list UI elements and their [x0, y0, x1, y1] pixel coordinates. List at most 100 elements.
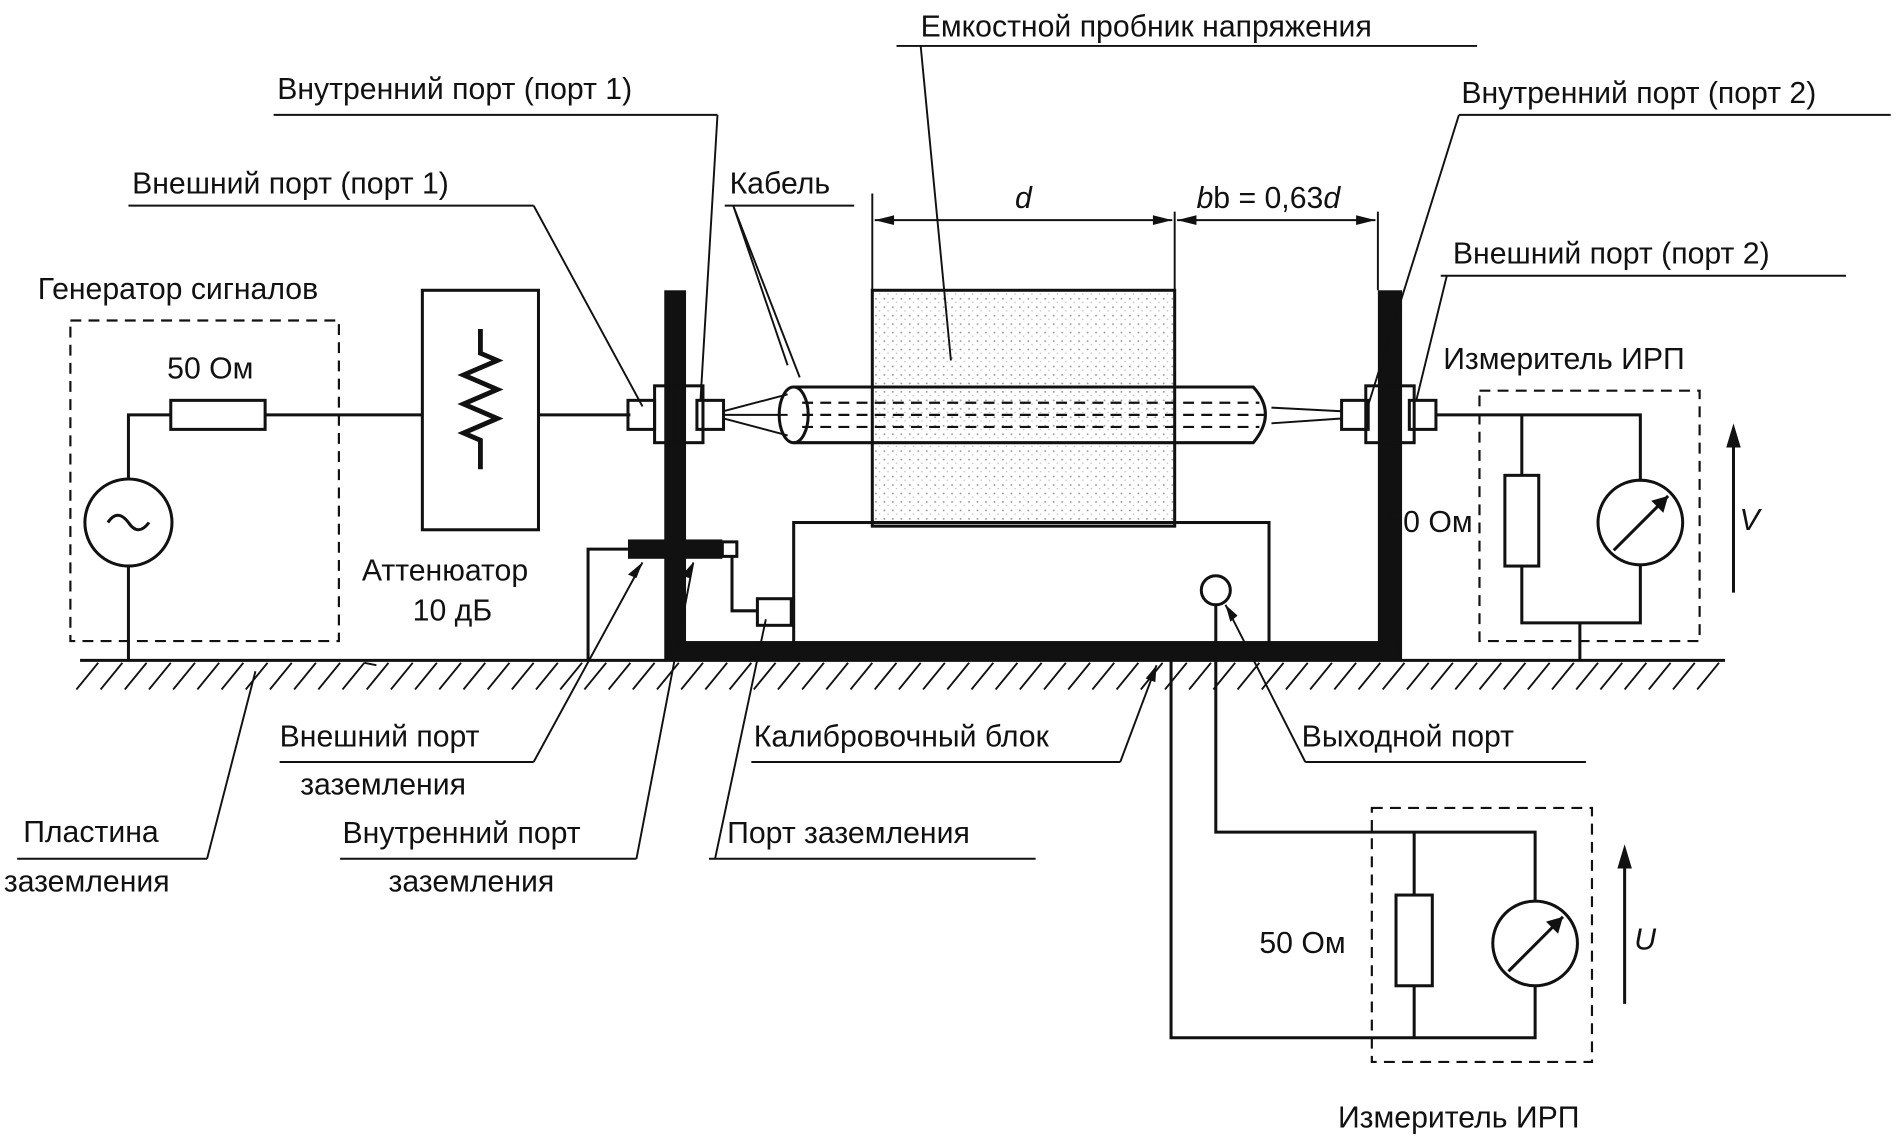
ground-hatch-mark	[172, 662, 196, 691]
ground-hatch-mark	[1019, 662, 1043, 691]
ground-hatch-mark	[1091, 662, 1115, 691]
ground-hatch-mark	[75, 662, 99, 691]
port-2	[1340, 384, 1642, 481]
ground-hatch-mark	[922, 662, 946, 691]
label-probe: Емкостной пробник напряжения	[921, 10, 1372, 43]
ground-hatch-mark	[1406, 662, 1430, 691]
ground-hatch-mark	[196, 662, 220, 691]
label-d: d	[1015, 182, 1033, 215]
label-b: bb = 0,63d	[1196, 182, 1341, 215]
ground-hatch-mark	[124, 662, 148, 691]
signal-generator	[69, 319, 423, 661]
label-gen-resistor: 50 Ом	[167, 353, 253, 386]
ground-hatch-mark	[317, 662, 341, 691]
ground-hatch-mark	[946, 662, 970, 691]
ground-hatch-mark	[994, 662, 1019, 691]
ground-plane	[75, 658, 1726, 691]
label-inner-port-1: Внутренний порт (порт 1)	[277, 73, 632, 106]
port-1	[626, 384, 726, 445]
ground-hatch-mark	[607, 662, 632, 691]
ground-hatch-mark	[825, 662, 849, 691]
label-generator: Генератор сигналов	[38, 273, 318, 306]
ground-hatch-mark	[390, 662, 414, 691]
attenuator	[420, 288, 631, 532]
ground-hatch-mark	[801, 662, 825, 691]
ground-hatch-mark	[1357, 662, 1382, 691]
ground-hatch-mark	[1454, 662, 1478, 691]
ground-hatch-mark	[1115, 662, 1140, 691]
label-meter-bottom: Измеритель ИРП	[1338, 1101, 1580, 1134]
right-wall	[1377, 290, 1403, 661]
ground-hatch-mark	[1575, 662, 1599, 691]
ground-hatch-mark	[1164, 662, 1188, 691]
ground-hatch-mark	[269, 662, 293, 691]
ground-hatch-mark	[1599, 662, 1623, 691]
output-port	[1199, 574, 1232, 607]
ground-hatch-mark	[535, 662, 559, 691]
label-outer-port-2: Внешний порт (порт 2)	[1453, 238, 1770, 271]
meter-icon	[1596, 478, 1685, 567]
label-outer-port-1: Внешний порт (порт 1)	[132, 168, 449, 201]
ground-hatch-mark	[1672, 662, 1696, 691]
ground-hatch-mark	[970, 662, 995, 691]
ground-hatch-mark	[1478, 662, 1503, 691]
label-ground-plate-1: Пластина	[23, 816, 159, 849]
ground-hatch-mark	[632, 662, 656, 691]
label-inner-ground-port-1: Внутренний порт	[343, 817, 581, 850]
gen-resistor	[169, 398, 267, 431]
label-outer-ground-port-2: заземления	[300, 769, 466, 802]
ground-hatch-mark	[1309, 662, 1333, 691]
ground-hatch-mark	[849, 662, 874, 691]
ground-hatch-mark	[148, 662, 172, 691]
ground-hatch-mark	[1067, 662, 1091, 691]
ground-hatch-mark	[704, 662, 728, 691]
ground-hatch-mark	[583, 662, 607, 691]
ground-hatch-mark	[414, 662, 438, 691]
ground-hatch-mark	[1236, 662, 1261, 691]
label-ground-plate-2: заземления	[4, 865, 170, 898]
ground-hatch-mark	[438, 662, 462, 691]
attenuator-resistor-icon	[457, 328, 504, 470]
meter-icon	[1491, 899, 1579, 988]
ground-hatch-mark	[753, 662, 777, 691]
ground-hatch-mark	[365, 662, 390, 691]
ground-hatch-mark	[898, 662, 922, 691]
calibration-block	[792, 521, 1271, 645]
label-meter-bottom-resistor: 50 Ом	[1259, 927, 1345, 960]
ground-hatch-mark	[559, 662, 583, 691]
label-b-d: d	[1323, 182, 1341, 215]
ground-hatch-mark	[777, 662, 801, 691]
label-inner-port-2: Внутренний порт (порт 2)	[1461, 77, 1816, 110]
ground-hatch-mark	[873, 662, 898, 691]
label-inner-ground-port-2: заземления	[388, 865, 554, 898]
label-meter-top-resistor: 50 Ом	[1386, 506, 1472, 539]
meter-top	[1478, 389, 1741, 661]
meter-bottom	[1169, 604, 1632, 1064]
ground-hatch-mark	[728, 662, 753, 691]
ground-hatch-mark	[1696, 662, 1720, 691]
label-voltage-v: V	[1740, 504, 1763, 537]
label-output-port: Выходной порт	[1302, 720, 1515, 753]
ground-hatch-mark	[1527, 662, 1551, 691]
label-voltage-u: U	[1634, 923, 1656, 956]
ground-hatch-mark	[1285, 662, 1309, 691]
ground-hatch-mark	[293, 662, 317, 691]
ground-hatch-mark	[1333, 662, 1357, 691]
ground-hatch-mark	[341, 662, 366, 691]
cable	[723, 385, 1342, 445]
ground-hatch-mark	[511, 662, 535, 691]
ground-hatch-mark	[1430, 662, 1454, 691]
ground-ports	[586, 539, 793, 661]
ground-hatch-mark	[1381, 662, 1406, 691]
ground-hatch-mark	[462, 662, 487, 691]
label-cable: Кабель	[730, 168, 831, 201]
ground-hatch-mark	[1648, 662, 1672, 691]
ground-hatch-mark	[680, 662, 704, 691]
ground-hatch-mark	[1623, 662, 1648, 691]
label-meter-top: Измеритель ИРП	[1443, 343, 1685, 376]
ground-hatch-mark	[486, 662, 511, 691]
ground-hatch-mark	[656, 662, 680, 691]
ground-hatch-mark	[245, 662, 269, 691]
left-wall	[664, 290, 687, 661]
